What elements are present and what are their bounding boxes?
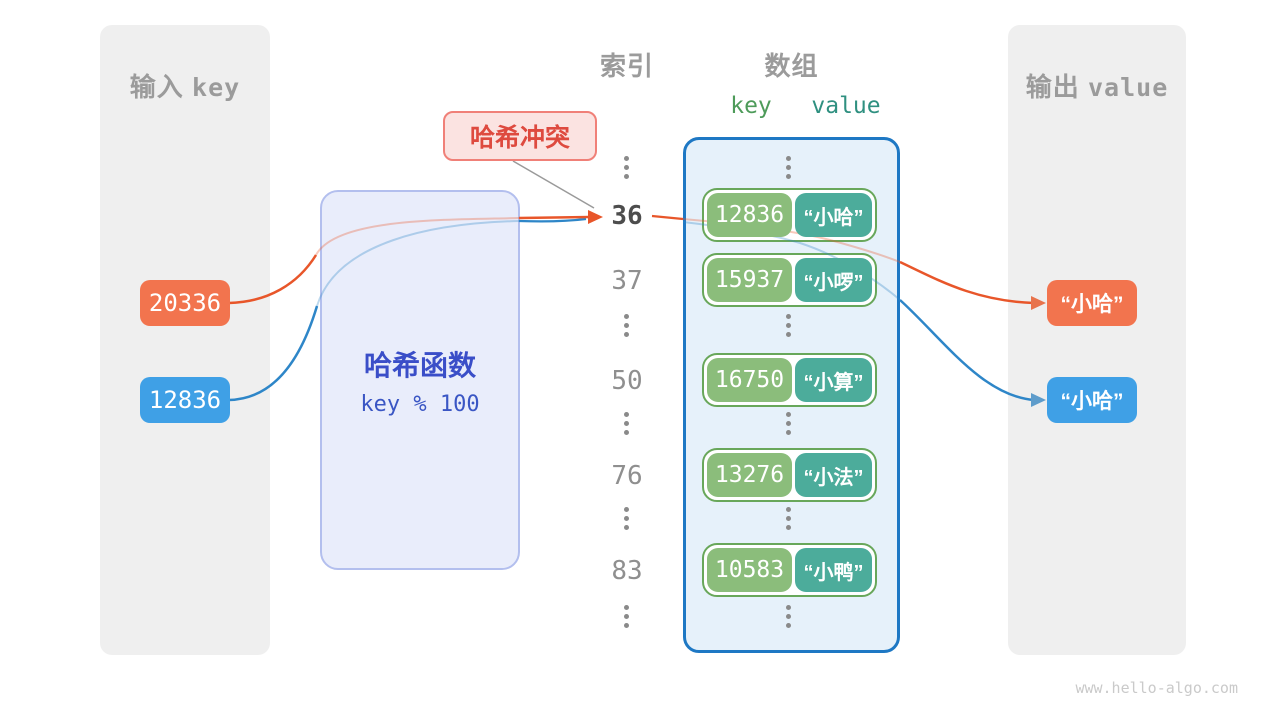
input-key-12836: 12836 [140, 377, 230, 423]
output-value-2: “小哈” [1047, 377, 1137, 423]
array-key-cell: 10583 [707, 548, 792, 592]
hash-collision-label: 哈希冲突 [443, 111, 597, 161]
output-value-1: “小哈” [1047, 280, 1137, 326]
output-title-zh: 输出 [1025, 72, 1080, 102]
index-ellipsis [624, 412, 629, 435]
hash-function-box [320, 190, 520, 570]
index-ellipsis [624, 605, 629, 628]
array-ellipsis [786, 314, 791, 337]
input-title-en: key [192, 73, 241, 102]
array-row: 13276 “小法” [702, 448, 877, 502]
key-column-label: key [730, 93, 772, 119]
array-key-cell: 15937 [707, 258, 792, 302]
input-key-20336: 20336 [140, 280, 230, 326]
index-50: 50 [611, 366, 643, 396]
arrow-hash-to-index36 [518, 215, 591, 220]
output-title-en: value [1087, 73, 1169, 102]
array-key-cell: 12836 [707, 193, 792, 237]
index-37: 37 [611, 266, 643, 296]
value-column-label: value [811, 93, 881, 119]
index-ellipsis [624, 314, 629, 337]
array-value-cell: “小算” [795, 358, 872, 402]
index-ellipsis [624, 507, 629, 530]
input-title-zh: 输入 [129, 72, 184, 102]
array-row: 15937 “小啰” [702, 253, 877, 307]
array-value-cell: “小法” [795, 453, 872, 497]
hash-function-formula: key % 100 [360, 392, 480, 417]
array-row: 12836 “小哈” [702, 188, 877, 242]
index-column-header: 索引 [599, 51, 654, 81]
array-row: 10583 “小鸭” [702, 543, 877, 597]
array-ellipsis [786, 412, 791, 435]
array-row: 16750 “小算” [702, 353, 877, 407]
array-key-cell: 16750 [707, 358, 792, 402]
index-36: 36 [611, 201, 643, 231]
array-ellipsis [786, 507, 791, 530]
input-panel-title: 输入 key [100, 67, 270, 104]
output-panel: 输出 value [1008, 25, 1186, 655]
collision-pointer-line [512, 160, 595, 209]
input-panel: 输入 key [100, 25, 270, 655]
index-ellipsis [624, 156, 629, 179]
hash-function-title: 哈希函数 [363, 350, 476, 381]
array-column-header: 数组 [764, 51, 819, 81]
array-value-cell: “小鸭” [795, 548, 872, 592]
output-panel-title: 输出 value [1008, 67, 1186, 104]
watermark: www.hello-algo.com [1075, 679, 1238, 697]
array-value-cell: “小啰” [795, 258, 872, 302]
array-value-cell: “小哈” [795, 193, 872, 237]
index-76: 76 [611, 461, 643, 491]
array-key-cell: 13276 [707, 453, 792, 497]
array-ellipsis [786, 156, 791, 179]
array-ellipsis [786, 605, 791, 628]
index-83: 83 [611, 556, 643, 586]
